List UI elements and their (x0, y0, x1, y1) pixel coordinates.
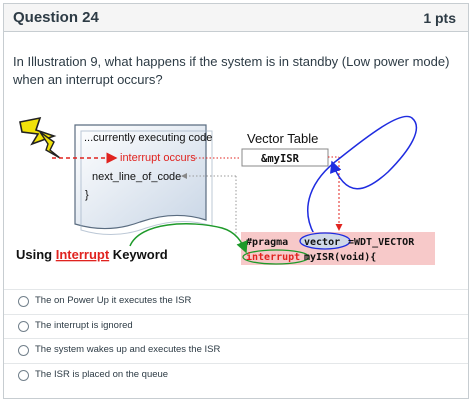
question-text: In Illustration 9, what happens if the s… (13, 54, 450, 87)
answer-label[interactable]: The system wakes up and executes the ISR (35, 344, 221, 355)
green-arrow (129, 223, 248, 254)
isr-signature: myISR(void){ (304, 251, 376, 263)
code-document: ...currently executing code interrupt oc… (74, 124, 213, 236)
isr-keyword: interrupt (246, 251, 300, 263)
lightning-bolt-icon (19, 116, 61, 159)
interrupt-keyword-highlight (242, 249, 310, 265)
question-title: Question 24 (13, 9, 99, 26)
code-line-next: next_line_of_code (92, 171, 181, 183)
question-header: Question 24 1 pts (4, 4, 468, 32)
answer-label[interactable]: The ISR is placed on the queue (35, 368, 169, 380)
radio-button[interactable] (18, 369, 29, 381)
answer-label[interactable]: The interrupt is ignored (35, 319, 133, 331)
answer-option-4[interactable]: The ISR is placed on the queue (4, 362, 468, 388)
illustration-9: ...currently executing code interrupt oc… (10, 110, 462, 280)
question-card: Question 24 1 pts In Illustration 9, wha… (3, 3, 469, 399)
vector-highlight (299, 232, 351, 250)
vector-table-entry-label: &myISR (261, 153, 300, 165)
question-points: 1 pts (423, 10, 456, 26)
answer-label[interactable]: The on Power Up it executes the ISR (35, 295, 192, 306)
radio-button[interactable] (18, 345, 29, 356)
answer-list: The on Power Up it executes the ISR The … (4, 289, 468, 387)
answer-option-3[interactable]: The system wakes up and executes the ISR (4, 338, 468, 363)
pragma-word: #pragma (246, 237, 288, 248)
code-line-interrupt: interrupt occurs (120, 152, 196, 164)
radio-button[interactable] (18, 296, 29, 307)
illustration-caption: Using Interrupt Keyword (16, 247, 168, 262)
code-line-current: ...currently executing code (84, 132, 212, 144)
vector-word: vector (304, 237, 340, 248)
answer-option-1[interactable]: The on Power Up it executes the ISR (4, 289, 468, 314)
vector-value: =WDT_VECTOR (348, 237, 415, 248)
blue-loop-arrow (307, 115, 418, 235)
radio-button[interactable] (18, 320, 29, 332)
answer-option-2[interactable]: The interrupt is ignored (4, 313, 468, 339)
code-line-brace: } (85, 189, 89, 201)
vector-table-title: Vector Table (247, 131, 318, 146)
